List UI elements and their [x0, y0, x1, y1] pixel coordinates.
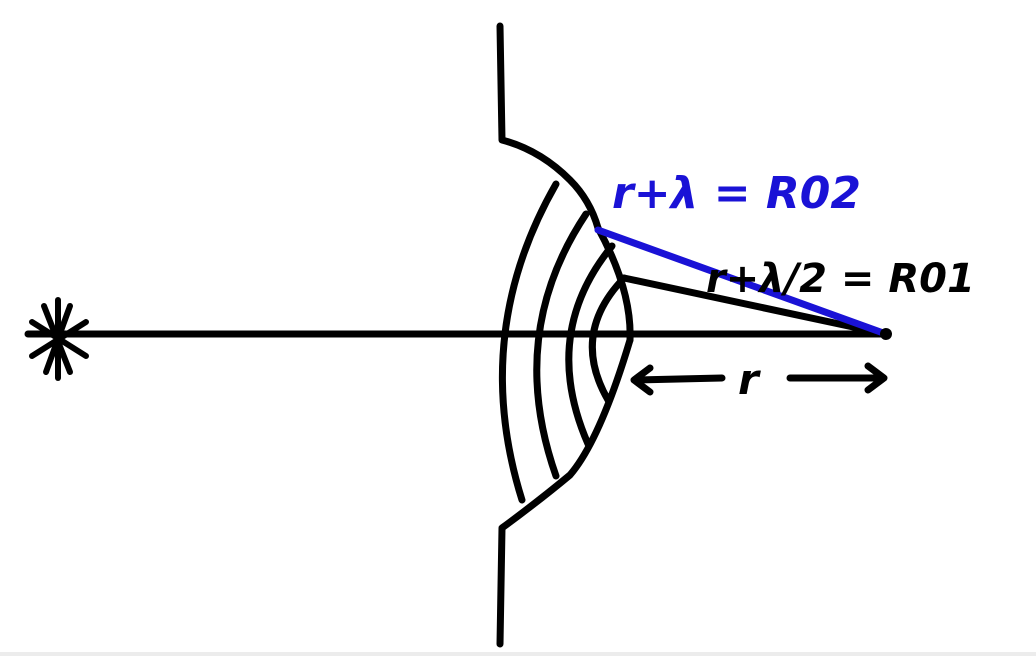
label-r: r — [738, 355, 761, 404]
zone-arc-4 — [588, 274, 628, 404]
observer-point-icon — [880, 328, 892, 340]
distance-arrow — [630, 362, 888, 396]
aperture-screen-upper — [496, 22, 602, 232]
label-r-plus-half-lambda: r+λ/2 = R01 — [706, 256, 975, 302]
wavefront-edge — [594, 224, 634, 344]
ray-r01 — [620, 274, 890, 338]
ray-r02 — [594, 226, 890, 338]
bottom-edge — [0, 652, 1036, 656]
zone-arc-1 — [498, 180, 560, 504]
label-r-plus-lambda: r+λ = R02 — [612, 168, 861, 219]
aperture-screen-lower — [496, 336, 634, 648]
source-star-icon — [29, 297, 89, 381]
zone-arc-2 — [533, 210, 590, 480]
zone-arc-3 — [565, 242, 616, 448]
